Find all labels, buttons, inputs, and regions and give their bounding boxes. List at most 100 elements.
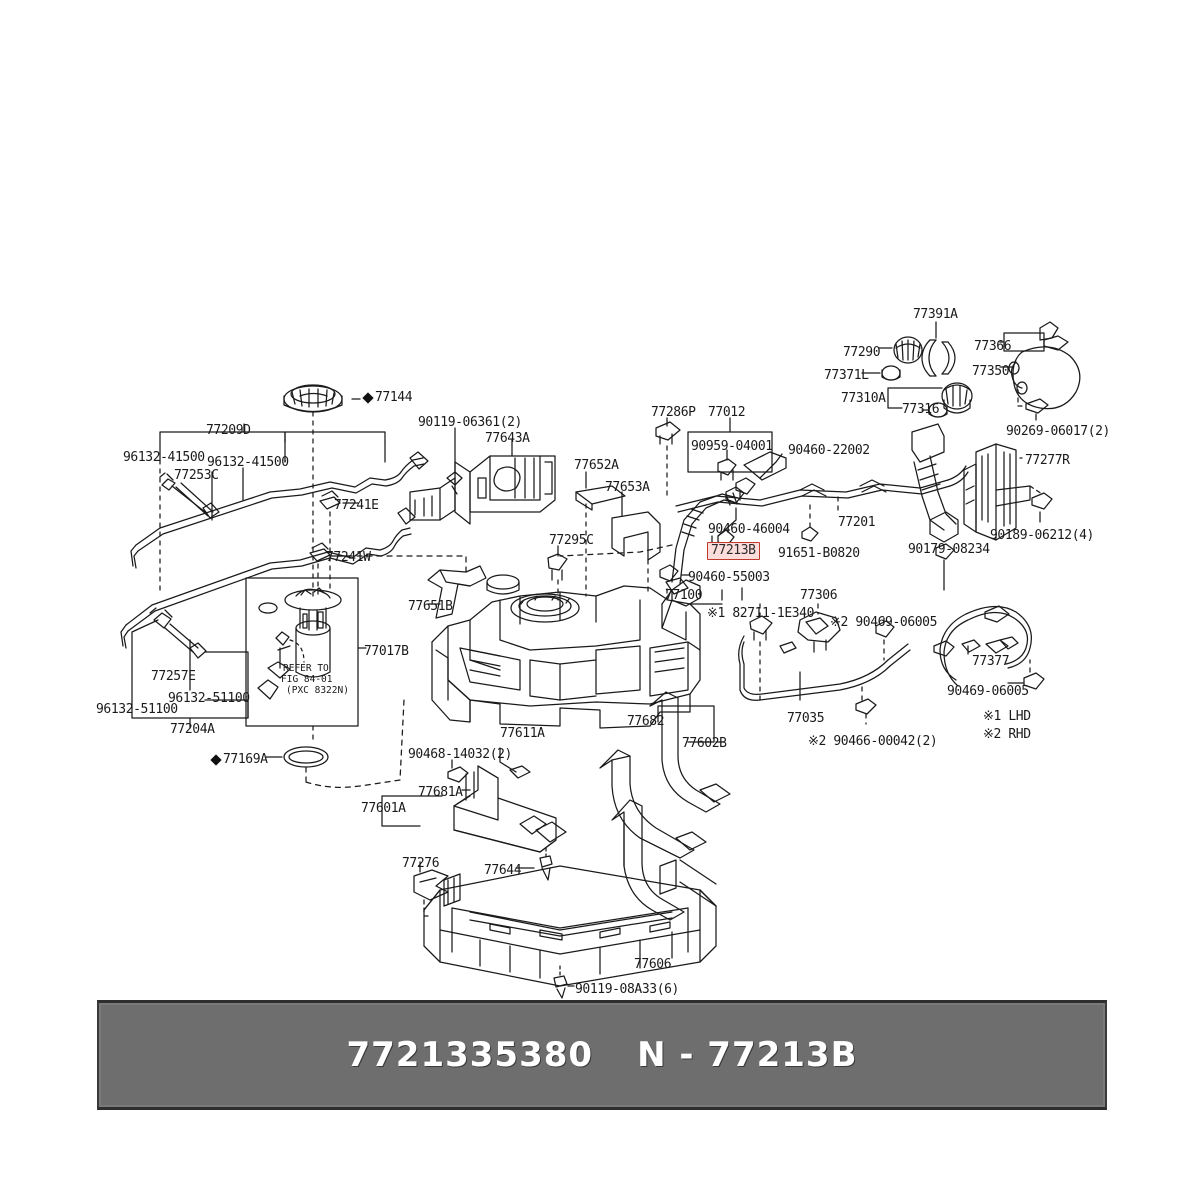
part-label-77606: 77606 bbox=[634, 957, 672, 972]
part-label-77144: 77144 bbox=[364, 391, 413, 405]
part-77377-cable bbox=[933, 605, 1032, 687]
part-label-77644: 77644 bbox=[484, 863, 522, 878]
part-77100-fuel-tank bbox=[431, 574, 701, 729]
part-label-77611a: 77611A bbox=[500, 726, 545, 741]
part-label-77257e: 77257E bbox=[151, 669, 196, 684]
part-label-91651-b0820: 91651-B0820 bbox=[778, 546, 860, 561]
part-label-96132-51100: 96132-51100 bbox=[168, 691, 250, 706]
part-label-77377: 77377 bbox=[972, 654, 1010, 669]
diagram-linework: REFER TO FIG 84-01 (PXC 8322N) bbox=[120, 321, 1081, 999]
part-77286P-clip bbox=[655, 421, 681, 445]
part-label-90469-06005: 90469-06005 bbox=[947, 684, 1029, 699]
refer-note-group: REFER TO FIG 84-01 (PXC 8322N) bbox=[281, 663, 349, 696]
exploded-diagram-canvas: REFER TO FIG 84-01 (PXC 8322N) 77144 7720… bbox=[0, 0, 1200, 1000]
part-77276-bracket bbox=[413, 869, 449, 901]
part-77682-band bbox=[649, 691, 731, 813]
banner-text: 7721335380 N - 77213B bbox=[346, 1035, 857, 1075]
part-90469-06005-clip-b bbox=[1023, 672, 1045, 690]
part-label-77277r: 77277R bbox=[1025, 453, 1070, 468]
part-90468-14032-clip bbox=[447, 766, 469, 783]
part-77290-cap bbox=[893, 336, 923, 364]
part-label-77350: 77350 bbox=[972, 364, 1010, 379]
part-90179-08234-nut bbox=[935, 543, 955, 560]
banner-part-number: 7721335380 bbox=[346, 1035, 594, 1075]
part-label-90460-55003: 90460-55003 bbox=[688, 570, 770, 585]
part-label-77316: 77316 bbox=[902, 402, 940, 417]
part-label-96132-51100: 96132-51100 bbox=[96, 702, 178, 717]
part-77366-hinge bbox=[1003, 321, 1069, 352]
part-77169A-oring bbox=[283, 746, 329, 768]
part-77653A-clip bbox=[611, 511, 661, 561]
part-label-77391a: 77391A bbox=[913, 307, 958, 322]
part-label-90179-08234: 90179-08234 bbox=[908, 542, 990, 557]
part-label-77209d: 77209D bbox=[206, 423, 251, 438]
part-label-2-90469-06005: ※2 90469-06005 bbox=[830, 615, 938, 630]
part-77602B-band-2 bbox=[611, 799, 685, 921]
part-label-77681a: 77681A bbox=[418, 785, 463, 800]
part-label-77241e: 77241E bbox=[334, 498, 379, 513]
part-label-77653a: 77653A bbox=[605, 480, 650, 495]
part-label-77602b: 77602B bbox=[682, 736, 727, 751]
part-label-77290: 77290 bbox=[843, 345, 881, 360]
part-label-77651b: 77651B bbox=[408, 599, 453, 614]
part-77257E-clamp bbox=[149, 607, 207, 659]
part-label-77310a: 77310A bbox=[841, 391, 886, 406]
part-label-90119-08a33-6: 90119-08A33(6) bbox=[575, 982, 679, 997]
part-label-77682: 77682 bbox=[627, 714, 665, 729]
part-77213B-fuel-hose bbox=[665, 492, 741, 595]
part-label-96132-41500: 96132-41500 bbox=[123, 450, 205, 465]
part-90119-08A33-bolt bbox=[553, 975, 568, 999]
part-label-77253c: 77253C bbox=[174, 468, 219, 483]
part-77241W-clip bbox=[309, 542, 331, 562]
part-77681A-band-detail bbox=[465, 765, 499, 801]
legend-rhd: ※2 RHD bbox=[983, 727, 1031, 742]
banner-reference: N - 77213B bbox=[637, 1035, 858, 1075]
part-77652A-clip bbox=[575, 485, 626, 511]
legend-lhd: ※1 LHD bbox=[983, 709, 1031, 724]
refer-note-line3: (PXC 8322N) bbox=[286, 685, 349, 696]
part-77371L-gasket bbox=[881, 365, 901, 381]
part-label-90468-14032-2: 90468-14032(2) bbox=[408, 747, 512, 762]
part-77643A-protector bbox=[409, 455, 556, 525]
part-77035-fuel-lid-cable bbox=[738, 635, 911, 701]
part-label-90460-46004: 90460-46004 bbox=[708, 522, 790, 537]
part-label-77306: 77306 bbox=[800, 588, 838, 603]
part-label-90269-06017-2: 90269-06017(2) bbox=[1006, 424, 1110, 439]
part-77201-fuel-line bbox=[675, 465, 969, 513]
part-label-77241w: 77241W bbox=[326, 550, 371, 565]
part-label-77201: 77201 bbox=[838, 515, 876, 530]
part-77204A-bracket-lines bbox=[131, 663, 249, 729]
part-77209D-fuel-tube-lower bbox=[120, 507, 416, 649]
part-label-77276: 77276 bbox=[402, 856, 440, 871]
part-label-77035: 77035 bbox=[787, 711, 825, 726]
part-77310A-filler-cap bbox=[941, 382, 973, 414]
part-77306-bracket bbox=[797, 611, 841, 653]
part-77209D-bracket bbox=[159, 423, 386, 463]
part-label-2-90466-00042-2: ※2 90466-00042(2) bbox=[808, 734, 938, 749]
part-label-77652a: 77652A bbox=[574, 458, 619, 473]
part-label-77017b: 77017B bbox=[364, 644, 409, 659]
part-label-77169a: 77169A bbox=[212, 753, 268, 767]
part-77350-fuel-lid bbox=[1008, 346, 1081, 410]
part-77295C-grommet bbox=[547, 553, 568, 581]
part-label-77213b[interactable]: 77213B bbox=[707, 542, 760, 560]
part-label-90959-04001: 90959-04001 bbox=[691, 439, 773, 454]
part-label-77286p: 77286P bbox=[651, 405, 696, 420]
part-label-90189-06212-4: 90189-06212(4) bbox=[990, 528, 1094, 543]
part-number-banner: 7721335380 N - 77213B bbox=[97, 1000, 1107, 1110]
part-90119-06361-bolt bbox=[446, 471, 463, 495]
part-77611A-band bbox=[453, 765, 567, 853]
part-77144-fuel-cap bbox=[283, 384, 343, 413]
part-77253C-rod bbox=[175, 482, 214, 517]
part-90460-55003-clamp bbox=[659, 564, 679, 582]
part-filler-neck bbox=[911, 423, 959, 543]
part-label-96132-41500: 96132-41500 bbox=[207, 455, 289, 470]
part-label-77601a: 77601A bbox=[361, 801, 406, 816]
part-label-90119-06361-2: 90119-06361(2) bbox=[418, 415, 522, 430]
part-90959-04001-clamp bbox=[717, 458, 737, 481]
refer-note-line1: REFER TO bbox=[283, 663, 329, 674]
refer-note-line2: FIG 84-01 bbox=[281, 674, 333, 685]
part-90466-00042-clip bbox=[855, 698, 877, 715]
part-77209D-fuel-tube-upper bbox=[130, 451, 429, 569]
